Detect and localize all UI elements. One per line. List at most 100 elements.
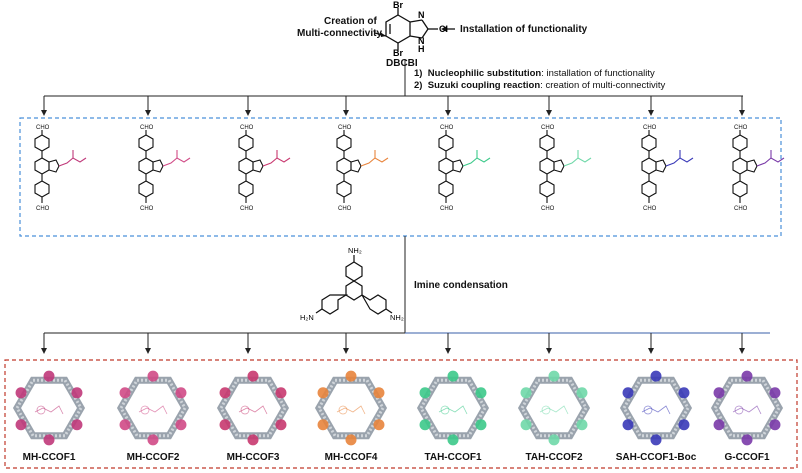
arrow-head [380,32,386,37]
cho-label: CHO [338,206,352,212]
substituent [563,150,592,167]
bottom-arrows [41,333,745,354]
functional-group [119,387,131,399]
top-arrow-head [41,110,47,116]
step-2: 2) Suzuki coupling reaction: creation of… [414,80,665,91]
cho-label: CHO [643,206,657,212]
cho-label: CHO [734,206,748,212]
top-arrow-head [546,110,552,116]
functional-group [447,370,459,382]
functional-group [475,419,487,431]
cof-hexagon [116,370,190,446]
functional-group [622,419,634,431]
cof-hexagon [619,370,693,446]
substituent [756,150,785,167]
step-2-rest: : creation of multi-connectivity [540,80,666,91]
aldehyde-structure [641,130,667,203]
step-2-number: 2) [414,80,423,91]
installation-label: Installation of functionality [460,24,588,35]
cof-label: G-CCOF1 [724,452,770,463]
functional-group [769,387,781,399]
cho-label: CHO [440,125,454,131]
functional-group [678,419,690,431]
aldehyde-structure [238,130,264,203]
bottom-arrow-head [41,348,47,354]
cho-label: CHO [734,125,748,131]
bottom-arrow-head [648,348,654,354]
bottom-arrow-head [245,348,251,354]
functional-group [317,387,329,399]
cof-hexagon [416,370,490,446]
bottom-arrow-head [343,348,349,354]
functional-group [713,419,725,431]
substituent [162,150,191,167]
cof-framework [12,376,86,440]
top-arrow-head [445,110,451,116]
top-arrow-head [145,110,151,116]
bottom-arrow-head [739,348,745,354]
cho-label: CHO [338,125,352,131]
h-bottom: H [418,44,425,54]
cof-hexagon [710,370,784,446]
top-arrow-head [648,110,654,116]
cho-label: CHO [240,206,254,212]
cl-label: Cl [439,24,448,34]
substituent [360,150,389,167]
top-arrow-head [343,110,349,116]
step-2-bold: Suzuki coupling reaction [427,80,541,91]
functional-group [769,419,781,431]
step-1-bold: Nucleophilic substitution [427,68,542,79]
cho-label: CHO [643,125,657,131]
cho-label: CHO [140,125,154,131]
substituent [462,150,491,167]
aldehyde-structures: CHOCHOCHOCHOCHOCHOCHOCHOCHOCHOCHOCHOCHOC… [34,125,785,212]
inner-moiety [732,405,762,415]
cho-label: CHO [541,206,555,212]
functional-group [741,370,753,382]
cho-label: CHO [440,206,454,212]
functional-group [147,370,159,382]
functional-group [275,419,287,431]
aldehyde-structure [732,130,758,203]
inner-moiety [34,405,64,415]
cof-box [4,359,798,469]
functional-group [576,387,588,399]
functional-group [678,387,690,399]
cof-label: MH-CCOF1 [22,452,76,463]
cho-label: CHO [240,125,254,131]
functional-group [650,434,662,446]
functional-group [520,387,532,399]
aldehyde-structure [138,130,164,203]
functional-group [622,387,634,399]
cof-hexagon [216,370,290,446]
functional-group [419,419,431,431]
functional-group [548,434,560,446]
inner-moiety [539,405,569,415]
functional-group [43,370,55,382]
top-arrows [41,96,745,116]
cof-framework [116,376,190,440]
functional-group [247,370,259,382]
nh2-right: NH₂ [390,313,404,322]
functional-group [147,434,159,446]
functional-group [15,387,27,399]
functional-group [175,387,187,399]
aldehyde-structure [438,130,464,203]
aldehyde-structure [539,130,565,203]
substituent [58,150,87,167]
bottom-arrow-head [145,348,151,354]
substituent [665,150,694,167]
functional-group [576,419,588,431]
functional-group [373,387,385,399]
inner-moiety [641,405,671,415]
aldehyde-box [19,117,782,237]
arrow-head [441,26,447,32]
cho-label: CHO [140,206,154,212]
imine-label: Imine condensation [414,280,508,291]
cof-label: TAH-CCOF2 [525,452,583,463]
step-1-number: 1) [414,68,423,79]
molecule-name: DBCBI [386,58,418,69]
creation-label-1: Creation of [324,16,377,27]
